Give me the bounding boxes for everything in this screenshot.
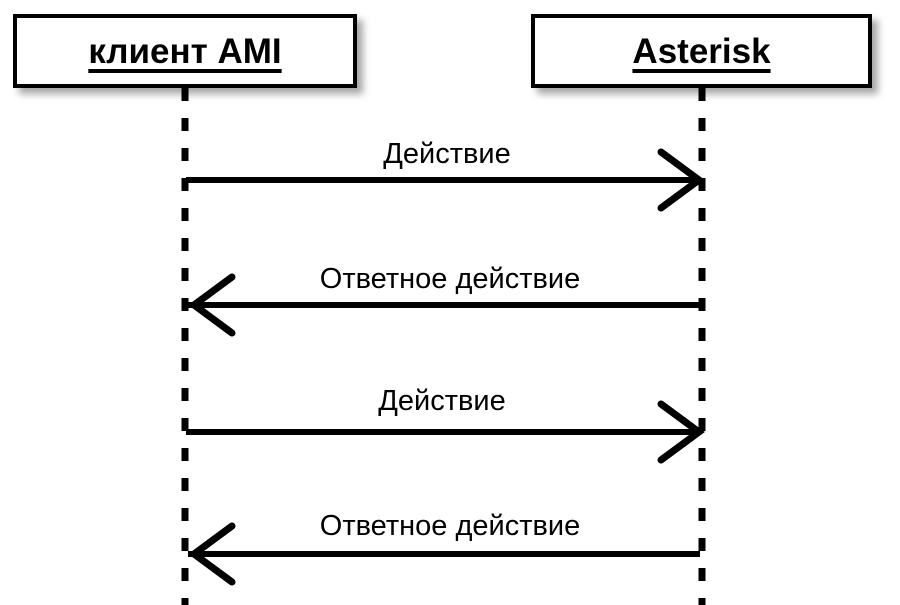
arrowhead-left-4 bbox=[188, 522, 236, 586]
message-arrow-4 bbox=[188, 522, 700, 586]
message-label-4: Ответное действие bbox=[319, 510, 581, 542]
arrowhead-right-3 bbox=[657, 400, 705, 464]
participant-label-asterisk: Asterisk bbox=[632, 31, 771, 71]
participant-box-ami-client[interactable]: клиент AMI bbox=[13, 14, 357, 88]
message-arrow-1 bbox=[186, 148, 705, 212]
message-label-2: Ответное действие bbox=[319, 263, 581, 295]
participant-label-ami-client: клиент AMI bbox=[88, 31, 282, 71]
message-arrow-3 bbox=[186, 400, 705, 464]
participant-box-asterisk[interactable]: Asterisk bbox=[531, 14, 872, 88]
message-label-1: Действие bbox=[383, 138, 511, 170]
message-arrow-2 bbox=[188, 273, 700, 337]
arrowhead-right-1 bbox=[657, 148, 705, 212]
message-label-3: Действие bbox=[378, 385, 506, 417]
arrowhead-left-2 bbox=[188, 273, 236, 337]
